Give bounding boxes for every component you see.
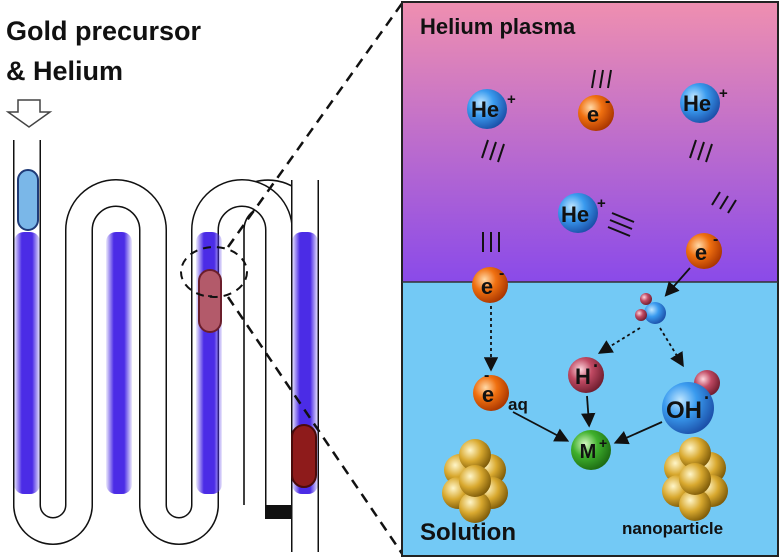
nanoparticle-label: nanoparticle (622, 519, 723, 538)
arrow-to-h (597, 327, 641, 354)
reacting-droplet (198, 269, 222, 333)
arrow-h-to-metal (581, 395, 596, 428)
svg-text:-: - (713, 231, 718, 248)
helium-ion: He + (680, 83, 728, 123)
svg-text:M: M (580, 441, 597, 463)
svg-text:-: - (499, 265, 504, 282)
svg-text:+: + (599, 435, 607, 451)
arrow-oh-to-metal (613, 421, 663, 445)
arrow-eaq-to-metal (512, 411, 570, 442)
svg-text:aq: aq (508, 395, 528, 414)
plasma-column (106, 232, 132, 494)
svg-text:He: He (683, 91, 711, 116)
arrow-electron-water (664, 267, 691, 297)
plasma-electron: e - (578, 93, 614, 131)
svg-text:He: He (561, 202, 589, 227)
svg-text:e: e (695, 240, 707, 265)
svg-text:He: He (471, 97, 499, 122)
hydrogen-radical: H · (568, 356, 604, 393)
svg-text:+: + (597, 195, 606, 212)
motion-lines (481, 69, 737, 252)
zoom-panel-border (401, 1, 779, 557)
plasma-region (402, 2, 778, 282)
gold-cluster-left (442, 439, 508, 523)
svg-text:OH: OH (666, 397, 702, 424)
helium-ion: He + (467, 89, 516, 129)
zoom-line-bottom (226, 296, 405, 556)
svg-text:e: e (481, 274, 493, 299)
helium-ion: He + (558, 193, 606, 233)
svg-text:e: e (587, 102, 599, 127)
svg-text:·: · (704, 388, 710, 408)
droplet-electron-charge: - (207, 287, 212, 304)
arrow-to-oh (659, 327, 684, 368)
plasma-title: Helium plasma (420, 14, 576, 39)
metal-ion: M + (571, 430, 611, 470)
plasma-electron: e - (472, 265, 508, 303)
svg-text:-: - (605, 93, 610, 110)
svg-text:e: e (482, 382, 494, 407)
title-line1: Gold precursor (6, 16, 202, 46)
svg-text:+: + (507, 91, 516, 108)
down-arrow-icon (5, 99, 53, 128)
aqueous-electron: e - aq (473, 367, 528, 414)
product-droplet (291, 424, 317, 488)
solution-label: Solution (420, 519, 516, 546)
svg-text:+: + (719, 85, 728, 102)
svg-text:-: - (484, 367, 489, 384)
solution-region (402, 282, 778, 556)
svg-text:·: · (593, 356, 599, 376)
title-line2: & Helium (6, 56, 123, 86)
plasma-column (14, 232, 40, 494)
reaction-arrows (483, 267, 691, 445)
plasma-electron: e - (686, 231, 722, 269)
precursor-droplet (17, 169, 39, 231)
water-molecule (635, 293, 666, 324)
hydroxyl-radical: OH · (662, 370, 720, 434)
tube-body (12, 140, 319, 552)
svg-text:H: H (575, 364, 591, 389)
gold-cluster-right (662, 437, 728, 521)
zoom-circle (180, 246, 248, 298)
